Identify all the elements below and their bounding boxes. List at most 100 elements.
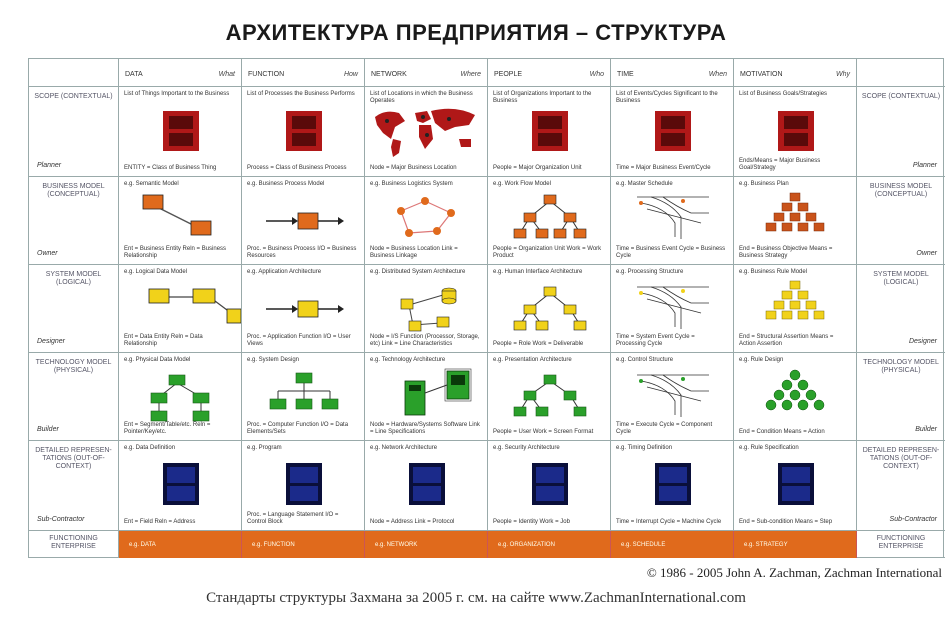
cell-scope-data: List of Things Important to the Business… bbox=[119, 87, 242, 177]
distributed-system-icon bbox=[400, 287, 457, 332]
cell-top-text: e.g. Processing Structure bbox=[616, 269, 684, 275]
cell-bottom-text: Ent = Business Entity Reln = Business Re… bbox=[124, 246, 227, 259]
work-flow-icon bbox=[513, 194, 587, 239]
cell-business-data: e.g. Semantic Model Ent = Business Entit… bbox=[119, 177, 242, 265]
cell-technology-people: e.g. Presentation Architecture People = … bbox=[488, 353, 611, 441]
row-role: Designer bbox=[908, 338, 937, 345]
cell-top-text: e.g. Human Interface Architecture bbox=[493, 269, 583, 275]
functioning-cell-motivation: e.g. STRATEGY bbox=[734, 531, 857, 558]
row-label: TECHNOLOGY MODEL (PHYSICAL) bbox=[863, 359, 939, 374]
logical-data-model-icon bbox=[148, 288, 241, 324]
cell-top-text: e.g. Business Process Model bbox=[247, 181, 325, 187]
functioning-cell-data: e.g. DATA bbox=[119, 531, 242, 558]
cell-bottom-text: Proc. = Business Process I/O = Business … bbox=[247, 246, 357, 259]
row-role: Owner bbox=[37, 250, 58, 257]
cell-technology-network: e.g. Technology Architecture Node = Hard… bbox=[365, 353, 488, 441]
cell-technology-data: e.g. Physical Data Model Ent = Segment/T… bbox=[119, 353, 242, 441]
row-role: Planner bbox=[912, 162, 937, 169]
cell-scope-time: List of Events/Cycles Significant to the… bbox=[611, 87, 734, 177]
cell-system-function: e.g. Application Architecture Proc. = Ap… bbox=[242, 265, 365, 353]
cell-bottom-text: Time = Major Business Event/Cycle bbox=[616, 165, 711, 171]
copyright-text: © 1986 - 2005 John A. Zachman, Zachman I… bbox=[646, 565, 942, 580]
cell-bottom-text: Time = Business Event Cycle = Business C… bbox=[616, 246, 726, 259]
program-icon bbox=[286, 463, 322, 505]
cell-technology-motivation: e.g. Rule Design End = Condition Means =… bbox=[734, 353, 857, 441]
cell-scope-people: List of Organizations Important to the B… bbox=[488, 87, 611, 177]
column-label: DATA bbox=[125, 71, 143, 78]
technology-architecture-icon bbox=[404, 368, 472, 416]
column-header-data: DATA What bbox=[119, 59, 242, 87]
row-header-detailed: DETAILED REPRESEN-TATIONS (OUT-OF-CONTEX… bbox=[29, 441, 119, 531]
processing-structure-icon bbox=[637, 286, 709, 329]
column-sub: When bbox=[708, 71, 727, 78]
cell-scope-motivation: List of Business Goals/Strategies Ends/M… bbox=[734, 87, 857, 177]
list-icon bbox=[286, 111, 322, 151]
cell-bottom-text: Ent = Field Reln = Address bbox=[124, 519, 196, 525]
cell-bottom-text: People = Major Organization Unit bbox=[493, 165, 582, 171]
cell-bottom-text: End = Structural Assertion Means = Actio… bbox=[739, 334, 834, 347]
cell-bottom-text: Node = Address Link = Protocol bbox=[370, 519, 455, 525]
row-header-right-scope: SCOPE (CONTEXTUAL) Planner bbox=[857, 87, 945, 177]
column-label: NETWORK bbox=[371, 71, 407, 78]
cell-top-text: e.g. Timing Definition bbox=[616, 445, 673, 451]
cell-bottom-text: End = Business Objective Means = Busines… bbox=[739, 246, 833, 259]
cell-top-text: e.g. Rule Specification bbox=[739, 445, 799, 451]
semantic-model-icon bbox=[142, 194, 212, 236]
cell-top-text: e.g. Semantic Model bbox=[124, 181, 179, 187]
rule-design-pyramid-icon bbox=[765, 369, 825, 411]
master-schedule-icon bbox=[637, 196, 709, 239]
cell-top-text: List of Events/Cycles Significant to the… bbox=[616, 91, 718, 104]
row-header-business-model: BUSINESS MODEL (CONCEPTUAL) Owner bbox=[29, 177, 119, 265]
cell-top-text: e.g. Control Structure bbox=[616, 357, 674, 363]
cell-top-text: List of Business Goals/Strategies bbox=[739, 91, 828, 97]
row-label: SYSTEM MODEL (LOGICAL) bbox=[45, 271, 102, 286]
cell-bottom-text: Proc. = Language Statement I/O = Control… bbox=[247, 512, 339, 525]
cell-top-text: e.g. Business Logistics System bbox=[370, 181, 453, 187]
cell-bottom-text: People = User Work = Screen Format bbox=[493, 429, 594, 435]
column-sub: What bbox=[218, 71, 235, 78]
cell-top-text: e.g. Technology Architecture bbox=[370, 357, 446, 363]
cell-top-text: List of Locations in which the Business … bbox=[370, 91, 473, 104]
corner-cell-right bbox=[857, 59, 945, 87]
cell-system-people: e.g. Human Interface Architecture People… bbox=[488, 265, 611, 353]
functioning-cell-people: e.g. ORGANIZATION bbox=[488, 531, 611, 558]
column-label: MOTIVATION bbox=[740, 71, 783, 78]
row-header-right-technology-model: TECHNOLOGY MODEL (PHYSICAL) Builder bbox=[857, 353, 945, 441]
row-role: Owner bbox=[916, 250, 937, 257]
business-rule-pyramid-icon bbox=[765, 280, 825, 320]
page-title: АРХИТЕКТУРА ПРЕДПРИЯТИЯ – СТРУКТУРА bbox=[225, 20, 727, 45]
cell-bottom-text: Proc. = Computer Function I/O = Data Ele… bbox=[247, 422, 349, 435]
cell-top-text: e.g. Business Plan bbox=[739, 181, 789, 187]
footer-caption: Стандарты структуры Захмана за 2005 г. с… bbox=[206, 590, 746, 606]
column-header-network: NETWORK Where bbox=[365, 59, 488, 87]
cell-scope-network: List of Locations in which the Business … bbox=[365, 87, 488, 177]
row-header-functioning: FUNCTIONING ENTERPRISE bbox=[29, 531, 119, 558]
cell-top-text: e.g. Work Flow Model bbox=[493, 181, 551, 187]
cell-system-network: e.g. Distributed System Architecture Nod… bbox=[365, 265, 488, 353]
cell-top-text: e.g. Rule Design bbox=[739, 357, 784, 363]
row-label: SCOPE (CONTEXTUAL) bbox=[861, 93, 941, 100]
cell-top-text: e.g. Presentation Architecture bbox=[493, 357, 572, 363]
cell-detailed-time: e.g. Timing Definition Time = Interrupt … bbox=[611, 441, 734, 531]
cell-top-text: e.g. Master Schedule bbox=[616, 181, 673, 187]
cell-system-time: e.g. Processing Structure Time = System … bbox=[611, 265, 734, 353]
list-icon bbox=[778, 111, 814, 151]
cell-detailed-motivation: e.g. Rule Specification End = Sub-condit… bbox=[734, 441, 857, 531]
cell-business-people: e.g. Work Flow Model People = Organizati… bbox=[488, 177, 611, 265]
row-role: Designer bbox=[37, 338, 66, 345]
functioning-cell-time: e.g. SCHEDULE bbox=[611, 531, 734, 558]
row-role: Planner bbox=[37, 162, 62, 169]
physical-data-model-icon bbox=[150, 374, 210, 422]
cell-bottom-text: Process = Class of Business Process bbox=[247, 165, 347, 171]
cell-top-text: e.g. Program bbox=[247, 445, 282, 451]
cell-system-data: e.g. Logical Data Model Ent = Data Entit… bbox=[119, 265, 242, 353]
cell-top-text: e.g. Distributed System Architecture bbox=[370, 269, 466, 275]
row-role: Builder bbox=[37, 426, 59, 433]
cell-top-text: e.g. Logical Data Model bbox=[124, 269, 188, 275]
security-architecture-icon bbox=[532, 463, 568, 505]
functioning-cell-network: e.g. NETWORK bbox=[365, 531, 488, 558]
cell-bottom-text: Node = Business Location Link = Business… bbox=[370, 246, 458, 259]
cell-top-text: e.g. Application Architecture bbox=[247, 269, 322, 275]
cell-bottom-text: Node = Major Business Location bbox=[370, 165, 457, 171]
column-header-time: TIME When bbox=[611, 59, 734, 87]
